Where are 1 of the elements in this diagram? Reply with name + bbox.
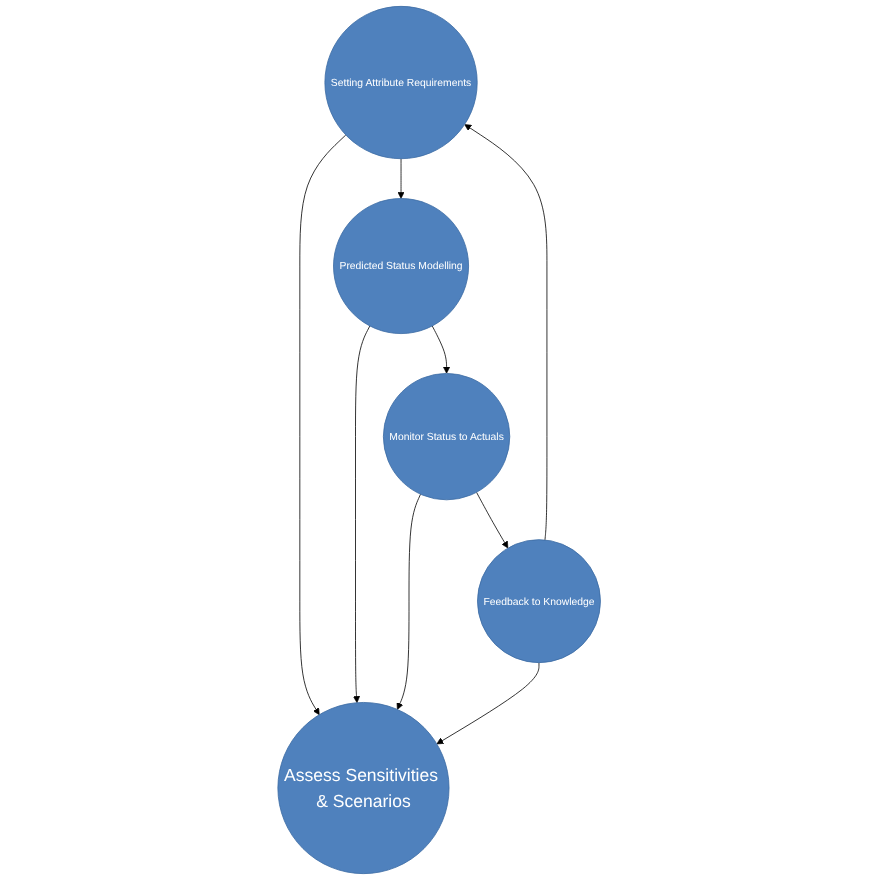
node-circle: Assess Sensitivities & Scenarios <box>277 702 450 875</box>
